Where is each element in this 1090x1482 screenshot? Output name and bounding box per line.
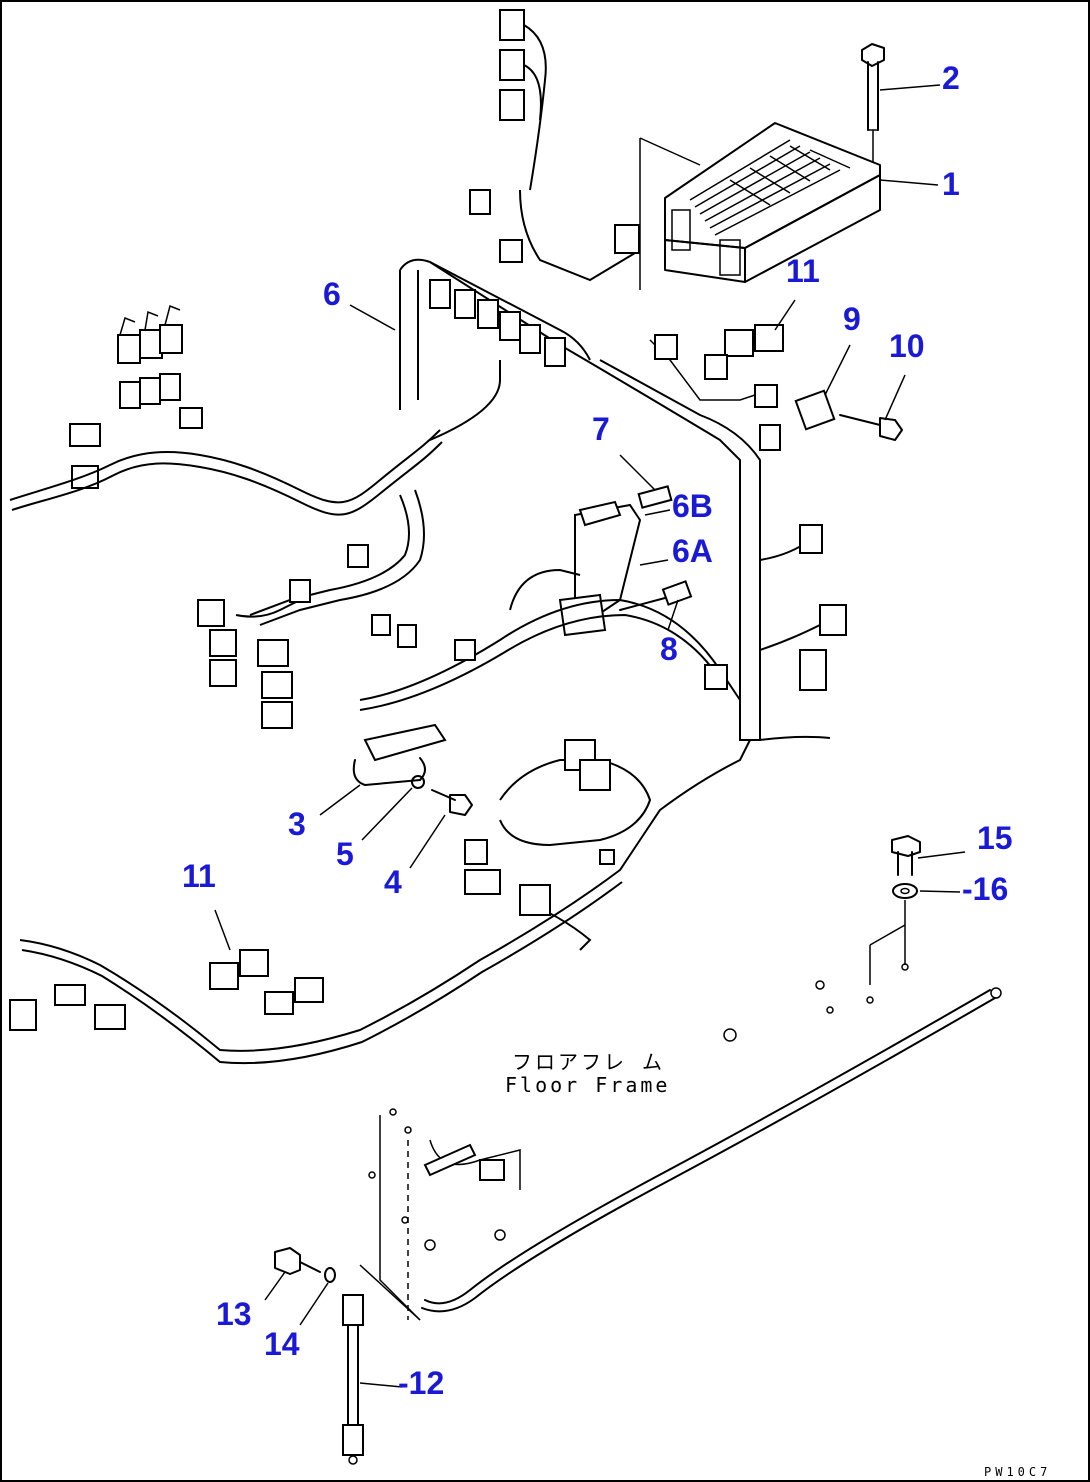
connector-part-9: [794, 389, 836, 431]
bolt-part-4: [431, 789, 473, 816]
bolt-part-10: [839, 414, 903, 441]
callout-part-11-top: 11: [786, 253, 820, 289]
bolt-part-2: [861, 43, 885, 162]
connector-pair-part-11-lower: [209, 949, 269, 990]
holder-part-6a: [558, 503, 642, 637]
callout-part-3: 3: [288, 806, 306, 842]
leader-lines: [214, 84, 966, 1388]
callout-part-2: 2: [942, 60, 960, 96]
callout-part-1: 1: [942, 166, 960, 202]
callout-part-6b: 6B: [672, 488, 713, 524]
floor-frame-label-en: Floor Frame: [505, 1073, 671, 1097]
clamp-part-3: [352, 723, 447, 786]
callout-part-13: 13: [216, 1296, 252, 1332]
callout-part-9: 9: [843, 301, 861, 337]
main-harness-part-6: [9, 258, 847, 741]
top-connectors: [469, 9, 641, 282]
mid-harness: [359, 568, 741, 711]
cover-part-6b: [578, 500, 622, 527]
washer-part-16: [869, 883, 918, 985]
part-7: [637, 485, 673, 509]
callout-part-10: 10: [889, 328, 925, 364]
drawing-code: PW10C7: [984, 1465, 1052, 1479]
callout-part-6a: 6A: [672, 533, 713, 569]
callout-part-8: 8: [660, 631, 678, 667]
relay-cluster-top-left: [69, 304, 203, 489]
callout-part-4: 4: [384, 864, 402, 900]
bolt-part-13: [274, 1247, 321, 1275]
callout-part-16: -16: [962, 871, 1009, 907]
callout-part-14: 14: [264, 1326, 300, 1362]
washer-part-14: [324, 1267, 336, 1283]
relay-cluster-left: [197, 544, 369, 729]
bolt-part-15: [891, 835, 921, 876]
ground-strap-part-12: [342, 1294, 364, 1465]
callout-part-12: -12: [398, 1365, 445, 1401]
callout-part-7: 7: [592, 411, 610, 447]
connector-pair-part-11-top: [649, 324, 784, 408]
callout-part-11-lower: 11: [182, 858, 216, 894]
ground-cable: [421, 987, 1002, 1313]
floor-frame-plate: [359, 963, 909, 1321]
callout-part-6: 6: [323, 276, 341, 312]
callout-part-15: 15: [977, 820, 1013, 856]
washer-part-5: [411, 775, 425, 789]
sensor-part-8: [619, 580, 693, 611]
floor-frame-label-jp: フロアフレ ム: [512, 1050, 666, 1074]
controller-part-1: [639, 122, 881, 290]
callout-part-5: 5: [336, 836, 354, 872]
lower-harness: [9, 739, 751, 1065]
